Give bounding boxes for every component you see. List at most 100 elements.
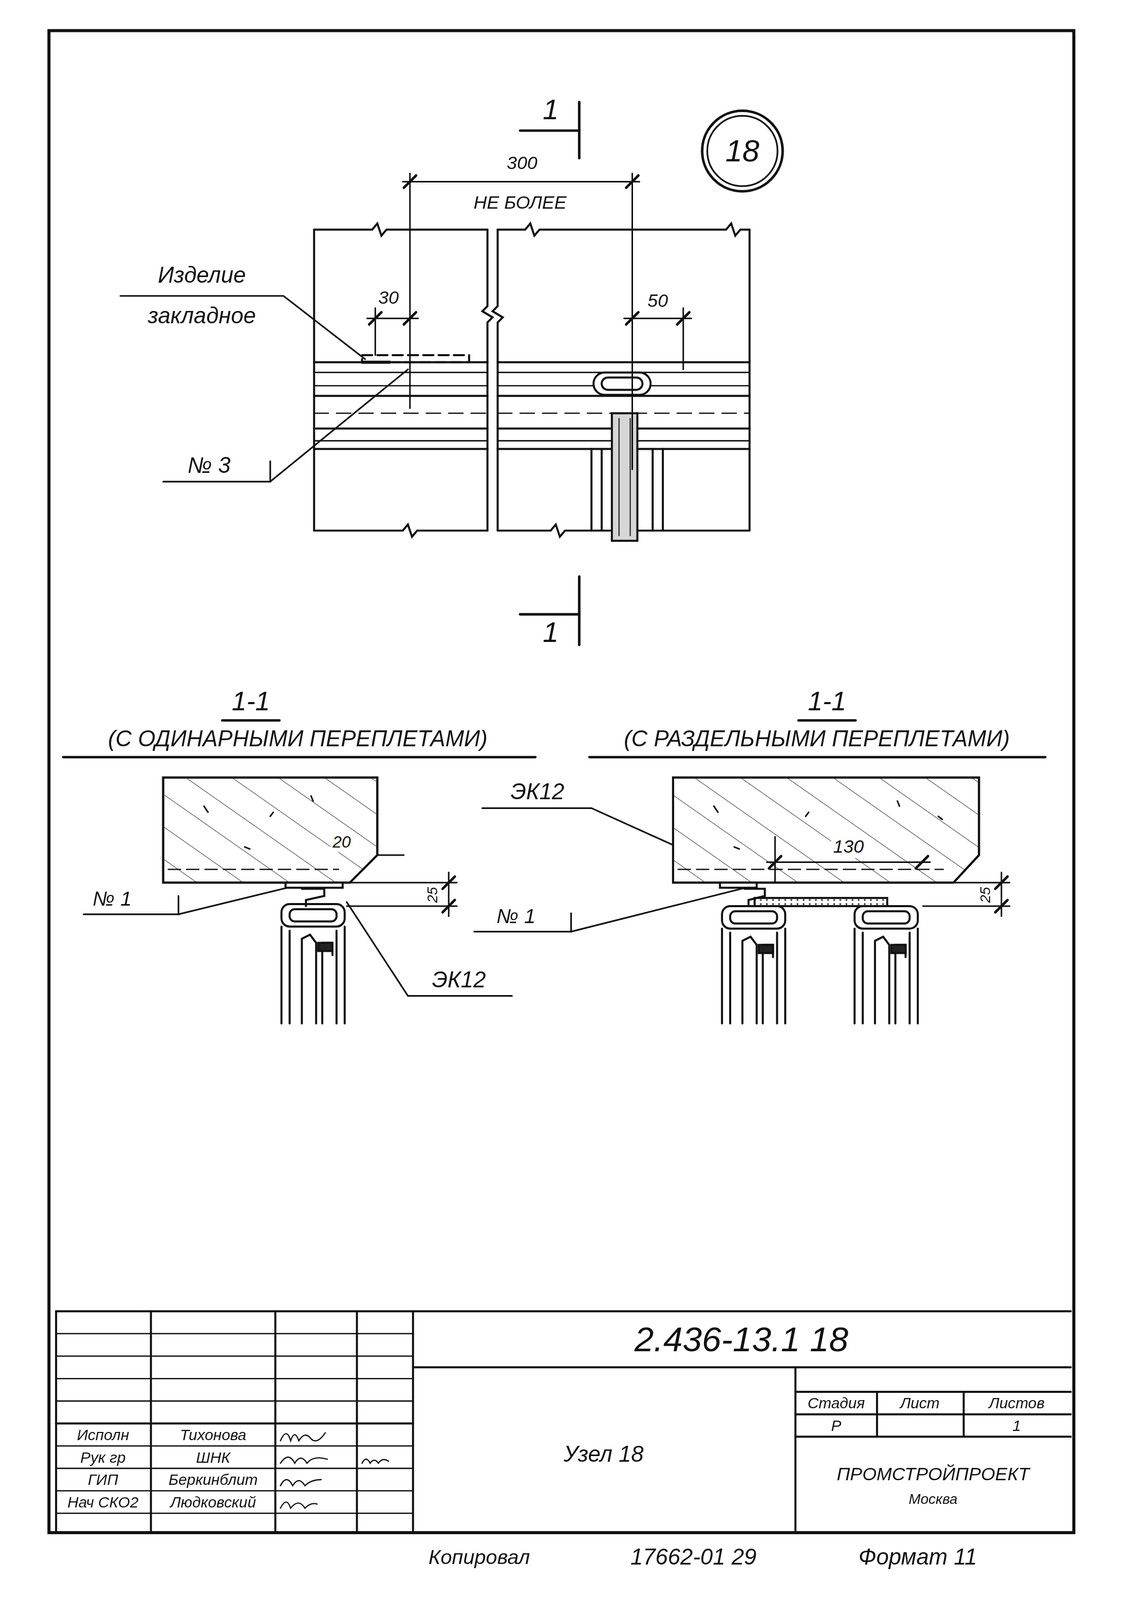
wall-panel-plan bbox=[492, 229, 504, 531]
window-frame-section bbox=[318, 942, 333, 951]
dimension-line bbox=[774, 836, 776, 883]
title-block bbox=[56, 1467, 414, 1470]
window-frame-section bbox=[784, 928, 787, 1024]
title-underline bbox=[589, 755, 1046, 759]
wall-panel-section bbox=[713, 800, 943, 849]
window-frame-section bbox=[754, 897, 888, 906]
title-block bbox=[876, 1391, 879, 1437]
dimension-line bbox=[677, 312, 690, 325]
note: Копировал bbox=[426, 1545, 532, 1569]
wall-panel-section bbox=[163, 777, 378, 883]
table-cell: Людковский bbox=[168, 1492, 258, 1511]
table-cell: Беркинблит bbox=[166, 1470, 260, 1489]
drawing-code: 2.436-13.1 18 bbox=[632, 1319, 851, 1360]
section-mark bbox=[578, 102, 581, 159]
wall-panel-plan bbox=[313, 394, 750, 397]
window-mullion-plan bbox=[593, 372, 651, 396]
window-frame-section bbox=[285, 882, 343, 888]
window-frame-section bbox=[301, 934, 316, 1024]
title-underline bbox=[222, 718, 280, 722]
window-frame-section bbox=[853, 928, 856, 1024]
section-mark bbox=[519, 102, 580, 645]
window-mullion-plan bbox=[611, 413, 638, 541]
dimension-line bbox=[922, 904, 1010, 907]
dimension-note: НЕ БОЛЕЕ bbox=[471, 192, 569, 214]
title-block bbox=[56, 1377, 414, 1380]
title-underline bbox=[798, 718, 856, 722]
dimension-line bbox=[767, 861, 931, 863]
title-block bbox=[56, 1310, 1071, 1531]
embedded-item bbox=[362, 355, 470, 363]
dimension: 300 bbox=[504, 152, 540, 174]
title-block bbox=[56, 1309, 1071, 1312]
wall-panel-plan bbox=[312, 229, 315, 531]
dimension-line bbox=[402, 180, 640, 183]
window-frame-section bbox=[721, 905, 786, 929]
window-frame-section bbox=[288, 930, 291, 1024]
callout-number: № 1 bbox=[494, 904, 538, 928]
note: Формат 11 bbox=[856, 1544, 980, 1570]
title-block bbox=[56, 1354, 414, 1357]
wall-panel-section bbox=[163, 777, 378, 883]
title-block bbox=[412, 1310, 415, 1531]
dimension-line bbox=[377, 853, 404, 856]
window-frame-section bbox=[895, 944, 906, 1024]
wall-panel-plan bbox=[313, 384, 750, 387]
title-block bbox=[150, 1310, 153, 1531]
table-cell: Исполн bbox=[75, 1425, 132, 1443]
wall-panel-section bbox=[203, 795, 313, 849]
dimension-line bbox=[626, 175, 639, 188]
dimension: 50 bbox=[645, 290, 671, 312]
dimension-line bbox=[915, 856, 928, 869]
window-frame-section bbox=[758, 944, 774, 953]
window-mullion-plan bbox=[651, 449, 654, 531]
section-mark bbox=[519, 612, 580, 616]
table-cell: Р bbox=[829, 1416, 844, 1434]
window-frame-section bbox=[719, 882, 757, 888]
dimension: 20 bbox=[330, 833, 353, 853]
wall-panel-plan bbox=[313, 371, 750, 374]
leader-line bbox=[270, 369, 408, 482]
leader-line bbox=[178, 885, 296, 915]
leader-line bbox=[83, 295, 750, 996]
title-block bbox=[795, 1390, 1071, 1393]
wall-panel-section bbox=[673, 777, 979, 883]
dimension-line bbox=[374, 308, 377, 356]
circle-outline bbox=[707, 115, 778, 187]
window-frame-section bbox=[742, 936, 757, 1024]
window-frame-section bbox=[281, 882, 345, 1024]
title-block bbox=[56, 1444, 414, 1447]
window-frame-section bbox=[343, 926, 346, 1024]
table-cell: Узел 18 bbox=[561, 1440, 646, 1467]
wall-panel-section bbox=[673, 777, 979, 883]
wall-panel-plan bbox=[313, 412, 750, 415]
signature bbox=[280, 1501, 318, 1508]
dimension-line bbox=[349, 881, 457, 884]
wall-panel-plan bbox=[748, 229, 751, 531]
leader-line bbox=[407, 994, 512, 997]
signature bbox=[280, 1479, 322, 1486]
leader-line bbox=[346, 901, 408, 996]
section-mark: 1 bbox=[540, 616, 561, 649]
window-frame-section bbox=[916, 928, 919, 1024]
window-frame-section bbox=[730, 911, 777, 924]
dimension-line bbox=[366, 173, 692, 470]
window-frame-section bbox=[862, 911, 910, 924]
callout-number: 18 bbox=[725, 133, 760, 169]
section-title: (С РАЗДЕЛЬНЫМИ ПЕРЕПЛЕТАМИ) bbox=[621, 725, 1012, 752]
window-frame-section bbox=[720, 928, 723, 1024]
title-block bbox=[795, 1413, 1071, 1416]
dimension-line bbox=[409, 173, 411, 409]
table-cell: Нач СКО2 bbox=[65, 1492, 141, 1511]
window-frame-section bbox=[322, 942, 333, 1024]
signature bbox=[280, 1432, 389, 1508]
dimension: 30 bbox=[376, 287, 401, 309]
drawing-sheet bbox=[48, 30, 1074, 1533]
window-frame-section bbox=[281, 903, 345, 927]
wall-panel-plan bbox=[313, 448, 750, 451]
table-cell: ШНК bbox=[194, 1447, 233, 1466]
callout-number: № 1 bbox=[90, 886, 134, 911]
dimension-line bbox=[1000, 871, 1002, 916]
table-cell: 1 bbox=[1010, 1416, 1024, 1434]
title-block bbox=[56, 1489, 414, 1492]
